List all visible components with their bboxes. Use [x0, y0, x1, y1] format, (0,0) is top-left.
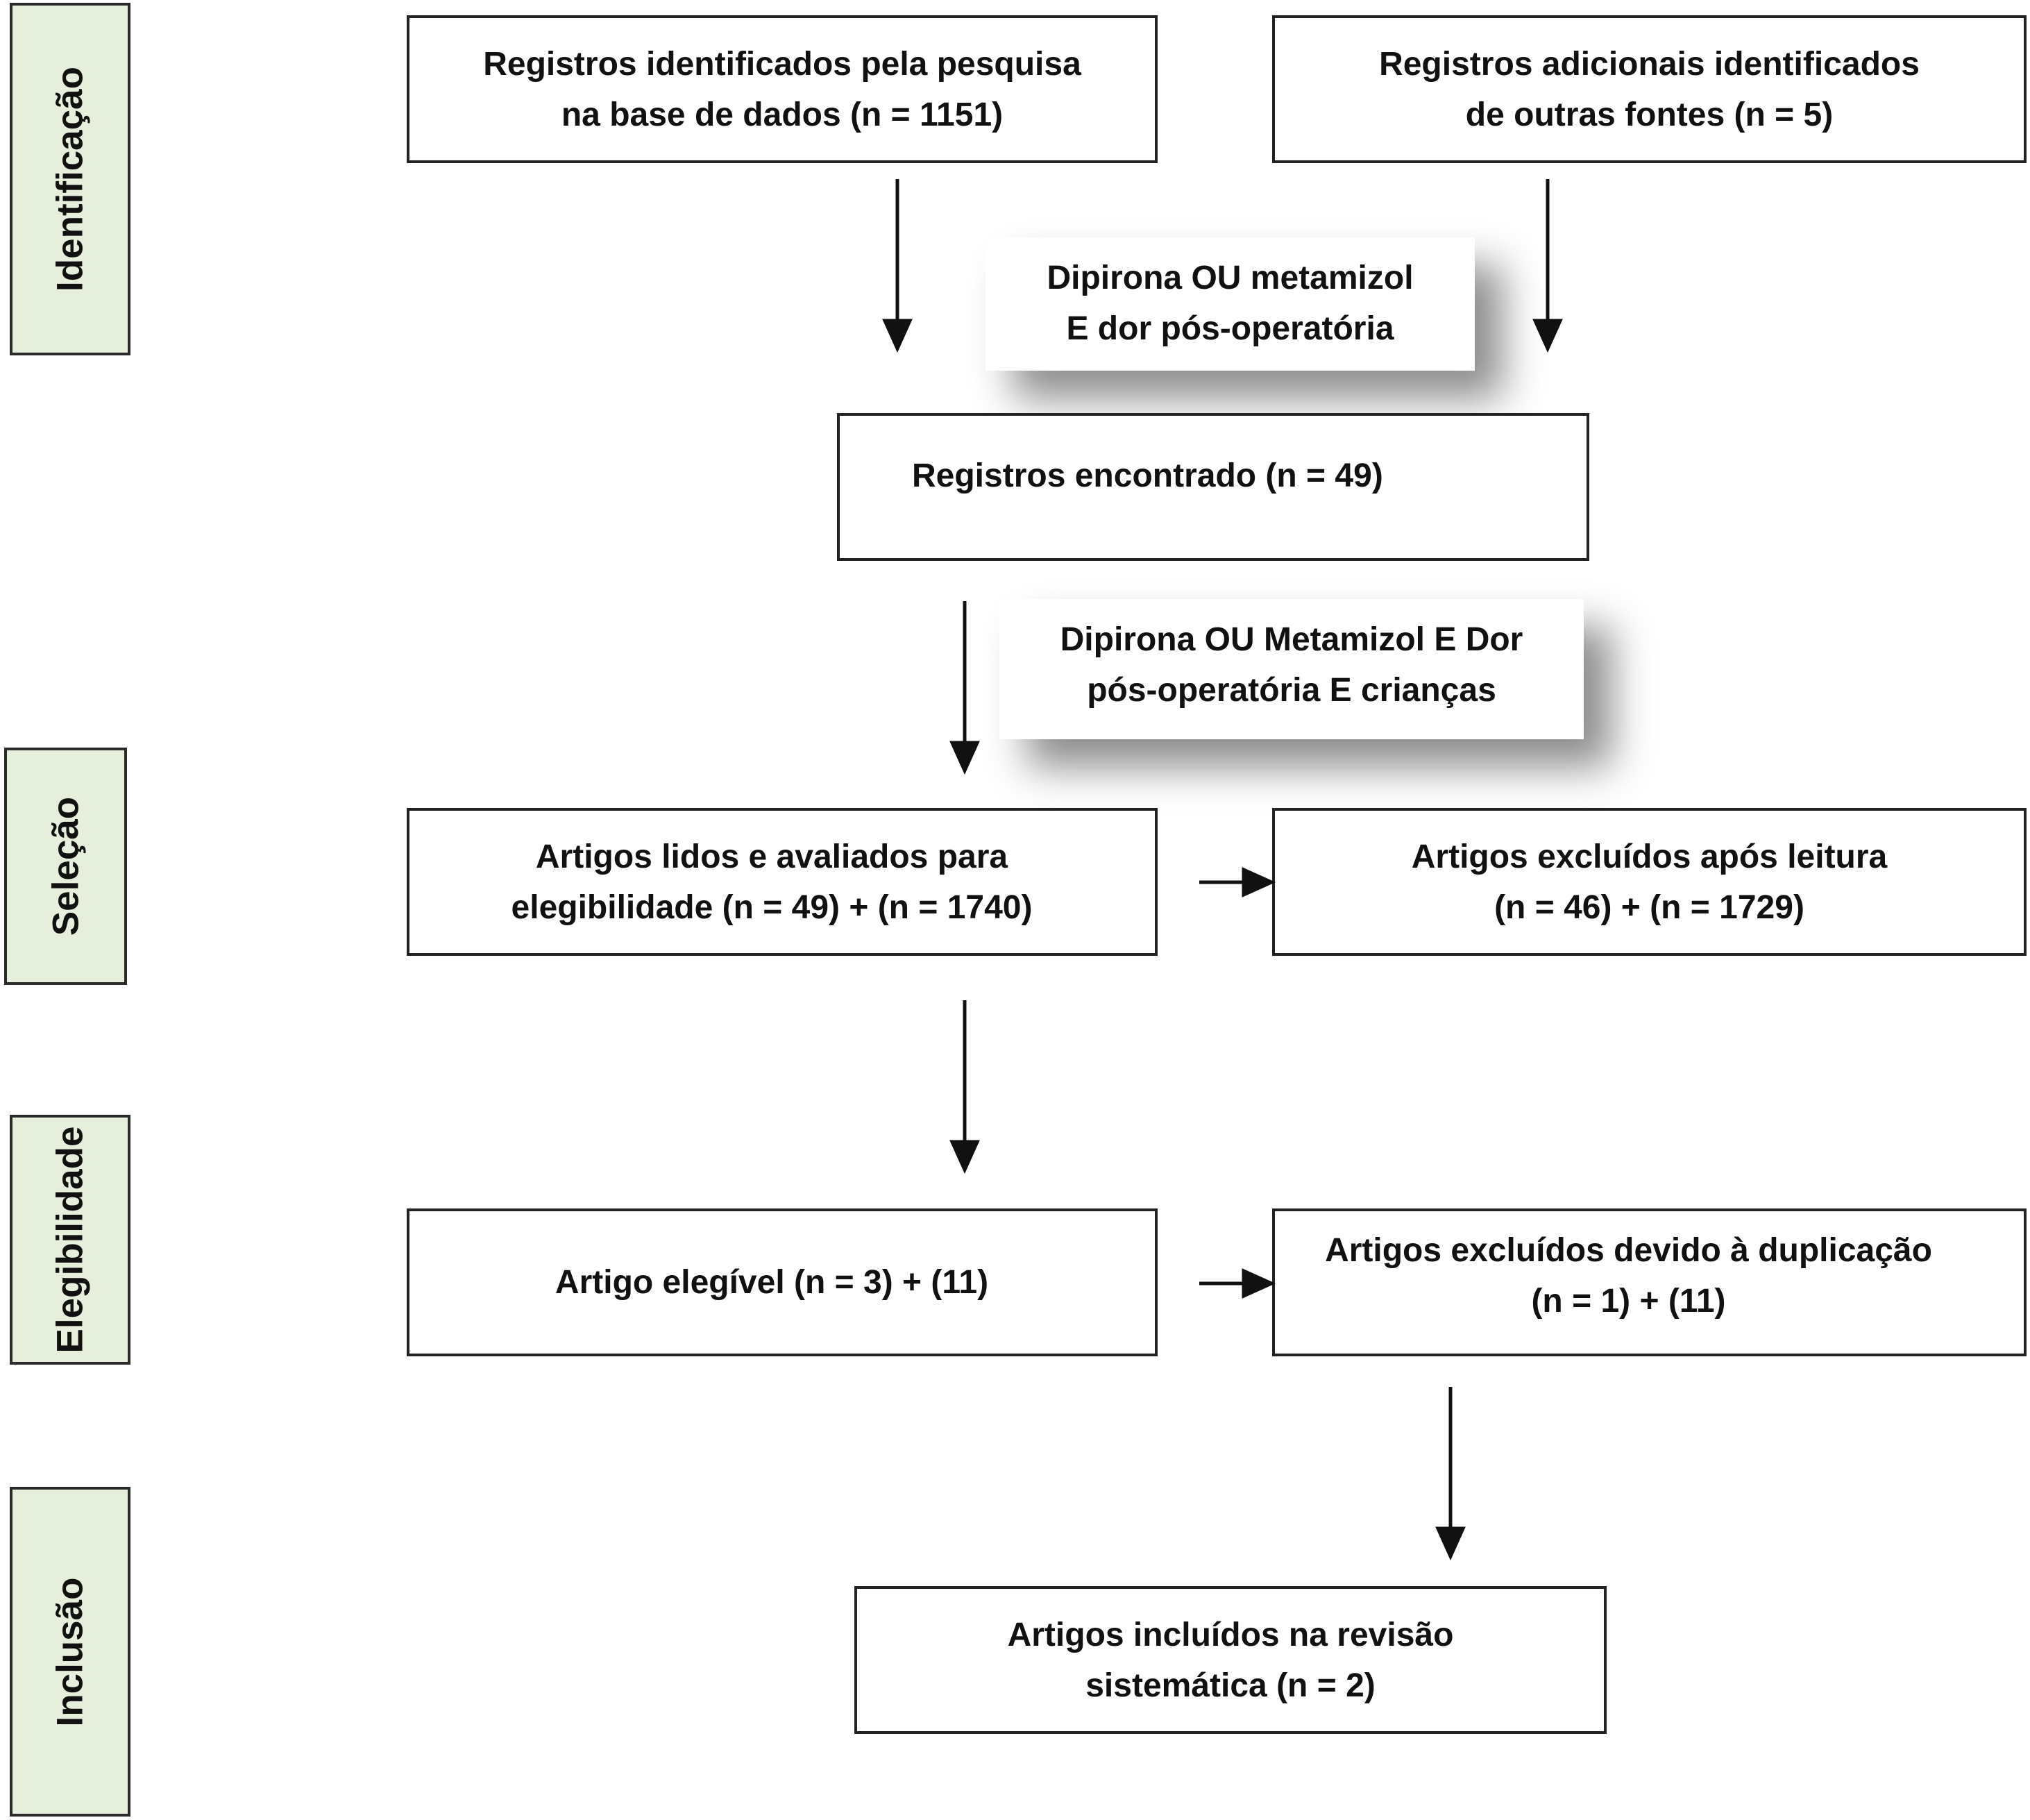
arrowhead-duplication-to-included — [1435, 1526, 1466, 1561]
articles-excluded-reading-text: Artigos excluídos após leitura (n = 46) … — [1411, 838, 1888, 926]
arrowhead-eligible-to-duplication — [1242, 1268, 1276, 1299]
phase-elegibilidade: Elegibilidade — [10, 1115, 130, 1365]
articles-excluded-reading-box: Artigos excluídos após leitura (n = 46) … — [1272, 808, 2027, 956]
arrowhead-found-to-assessed — [949, 741, 980, 775]
articles-excluded-duplication-text: Artigos excluídos devido à duplicação (n… — [1325, 1231, 1932, 1320]
database-records-text: Registros identificados pela pesquisa na… — [483, 45, 1081, 133]
records-found-box: Registros encontrado (n = 49) — [837, 413, 1589, 561]
additional-records-box: Registros adicionais identificados de ou… — [1272, 15, 2027, 163]
arrowhead-database-to-found — [882, 319, 913, 353]
search-terms-note-1: Dipirona OU metamizol E dor pós-operatór… — [986, 237, 1475, 371]
additional-records-text: Registros adicionais identificados de ou… — [1379, 46, 1920, 133]
articles-excluded-duplication-box: Artigos excluídos devido à duplicação (n… — [1272, 1208, 2027, 1356]
arrowhead-assessed-to-excluded — [1242, 867, 1276, 898]
eligible-article-box: Artigo elegível (n = 3) + (11) — [407, 1208, 1158, 1356]
arrowhead-additional-to-found — [1532, 319, 1563, 353]
articles-included-box: Artigos incluídos na revisão sistemática… — [854, 1586, 1607, 1734]
search-terms-note-2: Dipirona OU Metamizol E Dor pós-operatór… — [999, 599, 1584, 739]
articles-assessed-text: Artigos lidos e avaliados para elegibili… — [511, 838, 1033, 926]
arrowhead-assessed-to-eligible — [949, 1140, 980, 1174]
search-terms-note-1-text: Dipirona OU metamizol E dor pós-operatór… — [1047, 260, 1414, 347]
records-found-text: Registros encontrado (n = 49) — [912, 457, 1383, 494]
phase-inclusao: Inclusão — [10, 1487, 130, 1817]
articles-included-text: Artigos incluídos na revisão sistemática… — [1007, 1616, 1454, 1704]
search-terms-note-2-text: Dipirona OU Metamizol E Dor pós-operatór… — [1060, 621, 1523, 709]
phase-identificacao: Identificação — [10, 3, 130, 355]
articles-assessed-box: Artigos lidos e avaliados para elegibili… — [407, 808, 1158, 956]
eligible-article-text: Artigo elegível (n = 3) + (11) — [555, 1264, 989, 1301]
phase-selecao: Seleção — [4, 748, 127, 985]
database-records-box: Registros identificados pela pesquisa na… — [407, 15, 1158, 163]
